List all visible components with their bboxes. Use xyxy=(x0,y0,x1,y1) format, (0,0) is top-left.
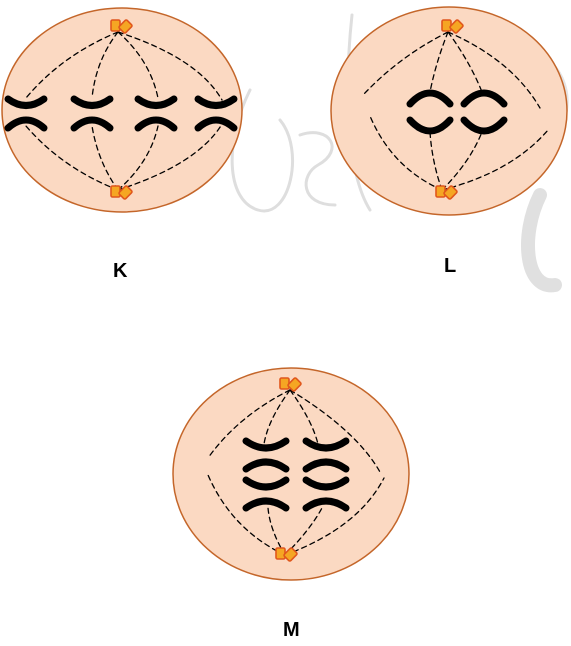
cell-k xyxy=(1,7,243,213)
chromosome-k2 xyxy=(70,95,114,132)
cell-k-membrane xyxy=(1,7,243,213)
cell-m-centrosome-top xyxy=(279,377,302,392)
chromosome-l2 xyxy=(460,89,508,135)
chromosome-m4 xyxy=(302,476,350,512)
cell-l-membrane xyxy=(330,6,568,216)
chromosome-m2 xyxy=(302,437,350,473)
cell-k-chromosomes xyxy=(4,95,238,132)
cell-m-label: M xyxy=(283,619,300,641)
cell-k-spindle xyxy=(25,31,223,191)
cell-k-centrosome-top xyxy=(110,19,133,34)
cell-l-centrosome-bottom xyxy=(435,185,458,200)
cell-m-spindle xyxy=(207,389,385,556)
cell-l-chromosomes xyxy=(406,89,508,135)
cell-l-centrosome-top xyxy=(441,19,464,34)
cell-m xyxy=(172,367,410,581)
cell-m-centrosome-bottom xyxy=(275,547,298,562)
cell-l xyxy=(330,6,568,216)
chromosome-m1 xyxy=(242,437,290,473)
chromosome-k3 xyxy=(134,95,178,132)
cell-m-membrane xyxy=(172,367,410,581)
cell-k-label: K xyxy=(113,260,128,282)
chromosome-m3 xyxy=(242,476,290,512)
cell-k-centrosome-bottom xyxy=(110,185,133,200)
chromosome-k4 xyxy=(194,95,238,132)
chromosome-l1 xyxy=(406,89,454,135)
chromosome-k1 xyxy=(4,95,48,132)
cell-m-chromosomes xyxy=(242,437,350,512)
cell-l-label: L xyxy=(444,255,457,277)
